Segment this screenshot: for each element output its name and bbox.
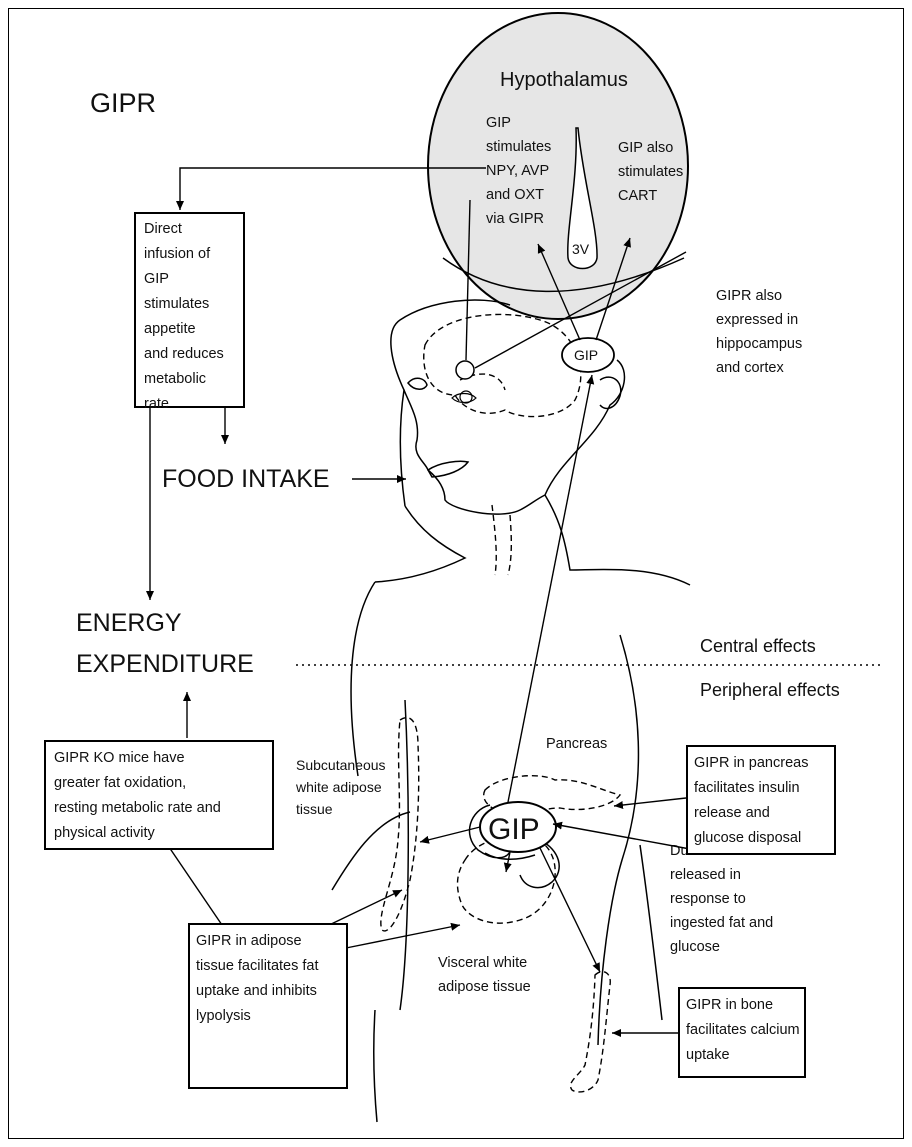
central-effects-label: Central effects bbox=[700, 636, 816, 656]
arrow-adipose-to-visceral bbox=[346, 925, 460, 948]
energy-label-line-2: EXPENDITURE bbox=[76, 650, 254, 678]
hippocampus-line: hippocampus bbox=[716, 336, 802, 352]
box-line: greater fat oxidation, bbox=[54, 771, 272, 796]
left-torso bbox=[400, 700, 408, 1010]
arrow-adipose-to-subcutaneous bbox=[325, 890, 402, 927]
energy-label-line-1: ENERGY bbox=[76, 609, 182, 637]
box-line: rate bbox=[144, 392, 243, 417]
subcutaneous-adipose-outline bbox=[381, 718, 419, 931]
right-torso bbox=[640, 845, 662, 1020]
brain-outline bbox=[424, 314, 581, 416]
hippocampus-line: and cortex bbox=[716, 360, 784, 376]
visceral-line: adipose tissue bbox=[438, 979, 531, 995]
adipose-box: GIPR in adipose tissue facilitates fat u… bbox=[188, 923, 348, 1089]
third-ventricle-label: 3V bbox=[572, 241, 590, 257]
box-line: GIPR in bone bbox=[686, 993, 804, 1018]
box-line: tissue facilitates fat bbox=[196, 954, 346, 979]
food-intake-label: FOOD INTAKE bbox=[162, 465, 330, 493]
peripheral-effects-label: Peripheral effects bbox=[700, 680, 840, 700]
box-line: uptake bbox=[686, 1043, 804, 1068]
box-line: lypolysis bbox=[196, 1004, 346, 1029]
human-figure-outline bbox=[332, 300, 690, 1122]
arrow-duodenum-to-gip bbox=[553, 824, 690, 849]
spinal-cord bbox=[492, 505, 511, 575]
gip-main-label: GIP bbox=[488, 813, 540, 846]
hippocampus-line: expressed in bbox=[716, 312, 798, 328]
box-line: physical activity bbox=[54, 821, 272, 846]
box-line: facilitates insulin bbox=[694, 776, 834, 801]
eye-left bbox=[408, 378, 427, 389]
hypo-right-line: CART bbox=[618, 188, 657, 204]
hypo-left-line: and OXT bbox=[486, 187, 544, 203]
box-line: GIP bbox=[144, 267, 243, 292]
arrow-pancreas-box-to-pancreas bbox=[614, 798, 686, 806]
left-arm-outer bbox=[332, 812, 410, 890]
box-line: appetite bbox=[144, 317, 243, 342]
box-line: and reduces bbox=[144, 342, 243, 367]
hippocampus-label: GIPR also expressed in hippocampus and c… bbox=[716, 288, 806, 376]
subcutaneous-line: tissue bbox=[296, 801, 333, 817]
neck-right bbox=[545, 495, 690, 585]
arrow-gip-to-bone bbox=[540, 848, 600, 972]
subcutaneous-line: Subcutaneous bbox=[296, 757, 386, 773]
face-outline bbox=[404, 390, 545, 514]
subcutaneous-line: white adipose bbox=[295, 779, 382, 795]
box-line: glucose disposal bbox=[694, 826, 834, 851]
gip-small-label: GIP bbox=[574, 347, 598, 363]
box-line: metabolic bbox=[144, 367, 243, 392]
box-line: release and bbox=[694, 801, 834, 826]
visceral-label: Visceral white adipose tissue bbox=[438, 955, 531, 995]
duodenum-label: Duodenum: GIP is released in response to… bbox=[670, 843, 792, 955]
box-line: GIPR KO mice have bbox=[54, 746, 272, 771]
pancreas-box: GIPR in pancreas facilitates insulin rel… bbox=[686, 745, 836, 855]
direct-infusion-box: Direct infusion of GIP stimulates appeti… bbox=[134, 212, 245, 408]
bone-outline bbox=[571, 972, 611, 1092]
box-line: infusion of bbox=[144, 242, 243, 267]
duodenum-line: glucose bbox=[670, 939, 720, 955]
hypothalamus-locator bbox=[456, 361, 474, 379]
duodenum-line: ingested fat and bbox=[670, 915, 773, 931]
box-line: stimulates bbox=[144, 292, 243, 317]
hippocampus-line: GIPR also bbox=[716, 288, 782, 304]
hypo-left-line: stimulates bbox=[486, 139, 551, 155]
box-line: GIPR in adipose bbox=[196, 929, 346, 954]
right-arm bbox=[598, 635, 638, 1045]
head-outline bbox=[391, 300, 510, 506]
bone-box: GIPR in bone facilitates calcium uptake bbox=[678, 987, 806, 1078]
visceral-line: Visceral white bbox=[438, 955, 527, 971]
hypo-right-line: GIP also bbox=[618, 140, 673, 156]
diagram-title: GIPR bbox=[90, 88, 156, 118]
hypo-left-line: GIP bbox=[486, 115, 511, 131]
left-shoulder-arm bbox=[351, 582, 375, 776]
duodenum-line: response to bbox=[670, 891, 746, 907]
duodenum-line: released in bbox=[670, 867, 741, 883]
box-line: facilitates calcium bbox=[686, 1018, 804, 1043]
box-line: uptake and inhibits bbox=[196, 979, 346, 1004]
subcutaneous-label: Subcutaneous white adipose tissue bbox=[295, 757, 389, 817]
hypo-right-line: stimulates bbox=[618, 164, 683, 180]
hypo-left-line: NPY, AVP bbox=[486, 163, 549, 179]
hypothalamus-title: Hypothalamus bbox=[500, 69, 628, 91]
ear bbox=[600, 377, 621, 408]
box-line: Direct bbox=[144, 217, 243, 242]
box-line: resting metabolic rate and bbox=[54, 796, 272, 821]
neck-left bbox=[375, 506, 465, 582]
gipr-ko-box: GIPR KO mice have greater fat oxidation,… bbox=[44, 740, 274, 850]
back-of-head bbox=[545, 360, 624, 495]
left-lower-arm bbox=[374, 1010, 377, 1122]
box-line: GIPR in pancreas bbox=[694, 751, 834, 776]
pancreas-label: Pancreas bbox=[546, 736, 607, 752]
hypo-left-line: via GIPR bbox=[486, 211, 544, 227]
